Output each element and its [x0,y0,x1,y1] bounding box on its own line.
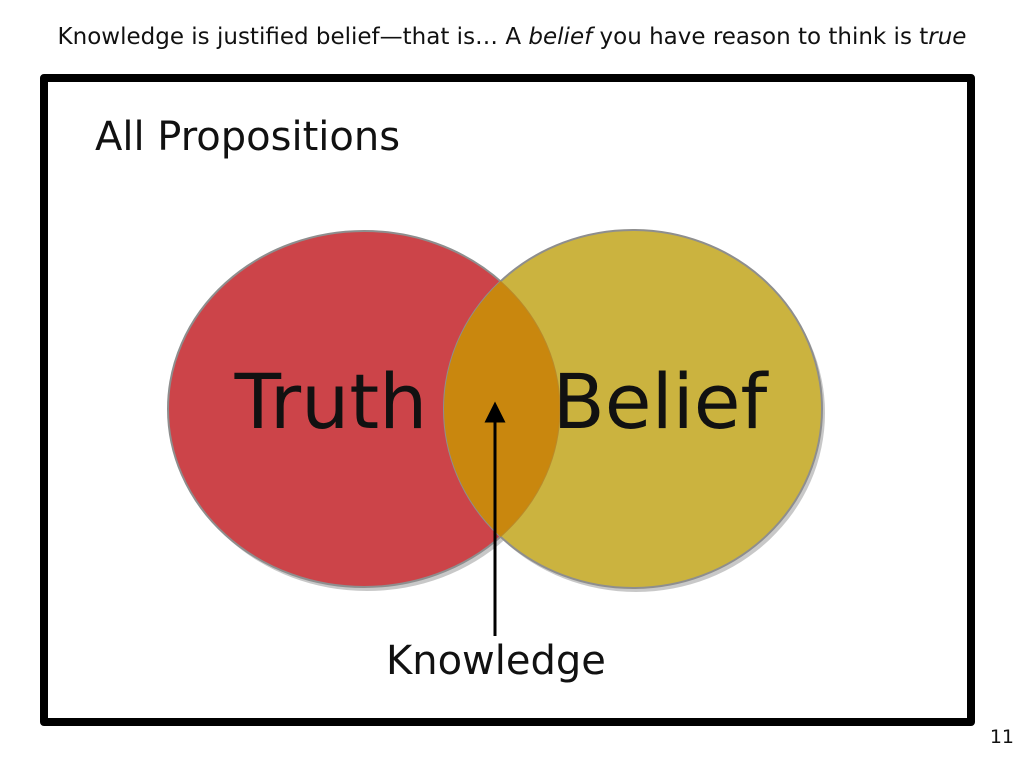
headline-text-2: you have reason to think is t [592,24,929,50]
truth-label: Truth [234,357,428,446]
headline-italic-rue: rue [928,24,967,50]
headline-text-1: Knowledge is justified belief—that is… A [57,24,529,50]
belief-label: Belief [553,357,770,446]
slide-headline: Knowledge is justified belief—that is… A… [0,24,1024,50]
headline-italic-belief: belief [528,24,593,50]
overlap-edge [444,230,561,588]
slide-number: 11 [989,726,1014,748]
knowledge-label: Knowledge [386,638,606,684]
frame-title: All Propositions [95,114,401,160]
